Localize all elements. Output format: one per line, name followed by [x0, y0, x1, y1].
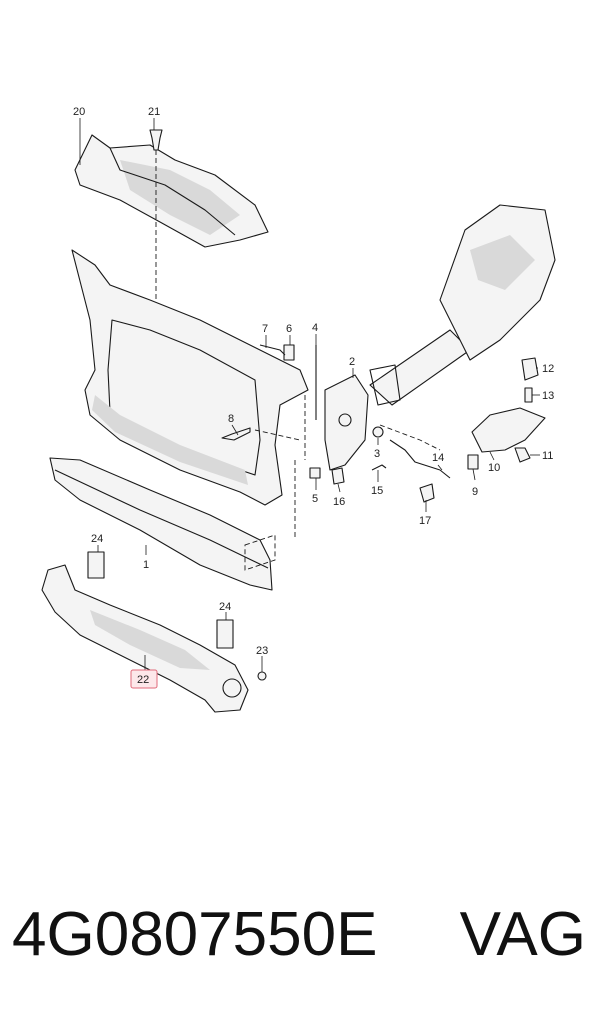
part-6-clip: [283, 344, 295, 361]
callout-14: 14: [432, 452, 444, 464]
part-11-bolt: [514, 447, 531, 463]
part-24-pad-left: [87, 551, 105, 579]
part-longitudinal-member: [369, 204, 556, 406]
callout-4: 4: [312, 322, 318, 334]
callout-5: 5: [312, 493, 318, 505]
part-17-bolt: [419, 483, 435, 503]
part-10-bracket: [471, 407, 546, 453]
callout-11: 11: [542, 450, 553, 462]
radiator-support-frame: [71, 249, 309, 506]
callout-13: 13: [542, 390, 554, 402]
part-15-screw: [371, 464, 387, 471]
part-21-clip: [149, 129, 163, 320]
part-7-bracket: [259, 344, 286, 356]
callout-7: 7: [262, 323, 268, 335]
exploded-parts-diagram: 20 21 7 6 4 2 12 13 8 3 14 10 11 9 5 16 …: [41, 106, 556, 713]
part-12-clip: [521, 357, 539, 381]
part-9-nut: [467, 454, 479, 470]
callout-15: 15: [371, 485, 383, 497]
part-5-nut: [309, 467, 321, 479]
callout-16: 16: [333, 496, 345, 508]
part-23-screw: [257, 671, 267, 681]
part-number-label: 4G0807550E: [12, 900, 378, 969]
highlight-box-22: [130, 669, 158, 689]
part-2-lock-carrier-bracket: [324, 374, 369, 471]
callout-24-left: 24: [91, 533, 103, 545]
callout-24-right: 24: [219, 601, 231, 613]
callout-10: 10: [488, 462, 500, 474]
callout-1: 1: [143, 559, 149, 571]
callout-3: 3: [374, 448, 380, 460]
callout-2: 2: [349, 356, 355, 368]
callout-9: 9: [472, 486, 478, 498]
part-22-lower-carrier: [41, 564, 249, 713]
part-16-clip: [331, 467, 345, 485]
callout-22: 22: [137, 674, 149, 686]
brand-label: VAG: [459, 900, 586, 969]
part-footer: 4G0807550E VAG: [0, 880, 600, 990]
part-24-pad-right: [216, 619, 234, 649]
leader-lines: [79, 118, 540, 672]
callout-21: 21: [148, 106, 160, 118]
part-20-air-guide: [74, 134, 269, 248]
callout-23: 23: [256, 645, 268, 657]
callout-6: 6: [286, 323, 292, 335]
part-13-screw: [524, 387, 533, 403]
part-3-nut: [372, 426, 384, 438]
part-1-bumper-beam: [49, 457, 276, 591]
callout-17: 17: [419, 515, 431, 527]
part-14-bracket: [379, 424, 451, 479]
callout-20: 20: [73, 106, 85, 118]
part-8-bolt: [221, 427, 251, 441]
callout-8: 8: [228, 413, 234, 425]
callout-12: 12: [542, 363, 554, 375]
callout-labels: 20 21 7 6 4 2 12 13 8 3 14 10 11 9 5 16 …: [73, 106, 554, 686]
